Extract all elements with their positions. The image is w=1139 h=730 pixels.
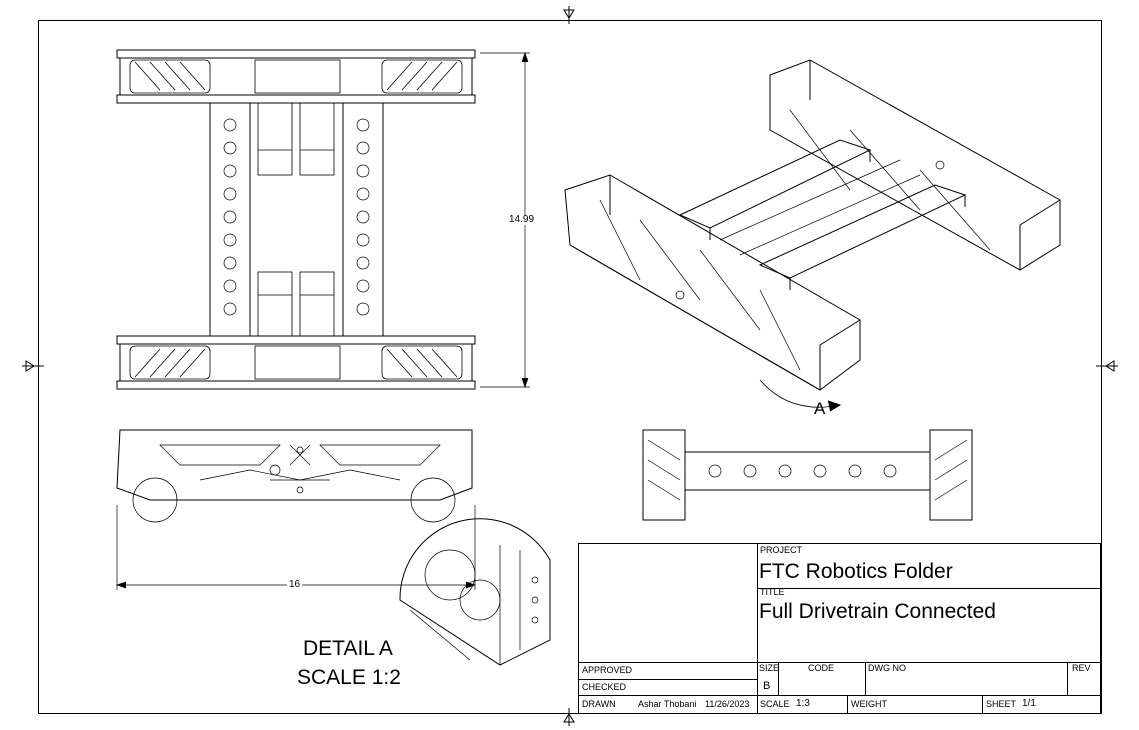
weight-label: WEIGHT xyxy=(851,699,887,709)
title-value: Full Drivetrain Connected xyxy=(759,600,996,623)
sheet-label: SHEET xyxy=(986,699,1017,709)
dwg-no-label: DWG NO xyxy=(868,663,906,673)
side-view xyxy=(116,429,473,523)
sheet-border xyxy=(38,20,1102,714)
front-view xyxy=(642,429,973,521)
approved-label: APPROVED xyxy=(582,665,633,675)
drawn-by: Ashar Thobani xyxy=(638,699,697,709)
sheet-value: 1/1 xyxy=(1022,698,1036,709)
centering-marks xyxy=(22,6,1118,726)
dimension-width-value: 14.99 xyxy=(507,214,537,225)
dimension-length xyxy=(115,505,477,590)
detail-scale: SCALE 1:2 xyxy=(297,666,401,689)
dimension-length-value: 16 xyxy=(287,579,303,590)
scale-value: 1:3 xyxy=(796,698,810,709)
project-value: FTC Robotics Folder xyxy=(759,560,953,583)
project-label: PROJECT xyxy=(760,545,803,555)
size-value: B xyxy=(763,680,771,692)
detail-label: DETAIL A xyxy=(303,637,393,660)
drawn-date: 11/26/2023 xyxy=(705,699,750,709)
top-view xyxy=(116,49,476,390)
isometric-view xyxy=(564,59,1061,412)
size-label: SIZE xyxy=(759,663,780,673)
code-label: CODE xyxy=(808,663,835,673)
drawn-label: DRAWN xyxy=(582,699,616,709)
detail-callout: A xyxy=(814,399,826,418)
title-label: TITLE xyxy=(760,587,785,597)
title-block-frame xyxy=(578,543,1101,714)
dimension-width xyxy=(480,51,530,389)
rev-label: REV xyxy=(1072,663,1091,673)
checked-label: CHECKED xyxy=(582,682,627,692)
detail-a-view xyxy=(399,518,551,666)
scale-label: SCALE xyxy=(760,699,790,709)
